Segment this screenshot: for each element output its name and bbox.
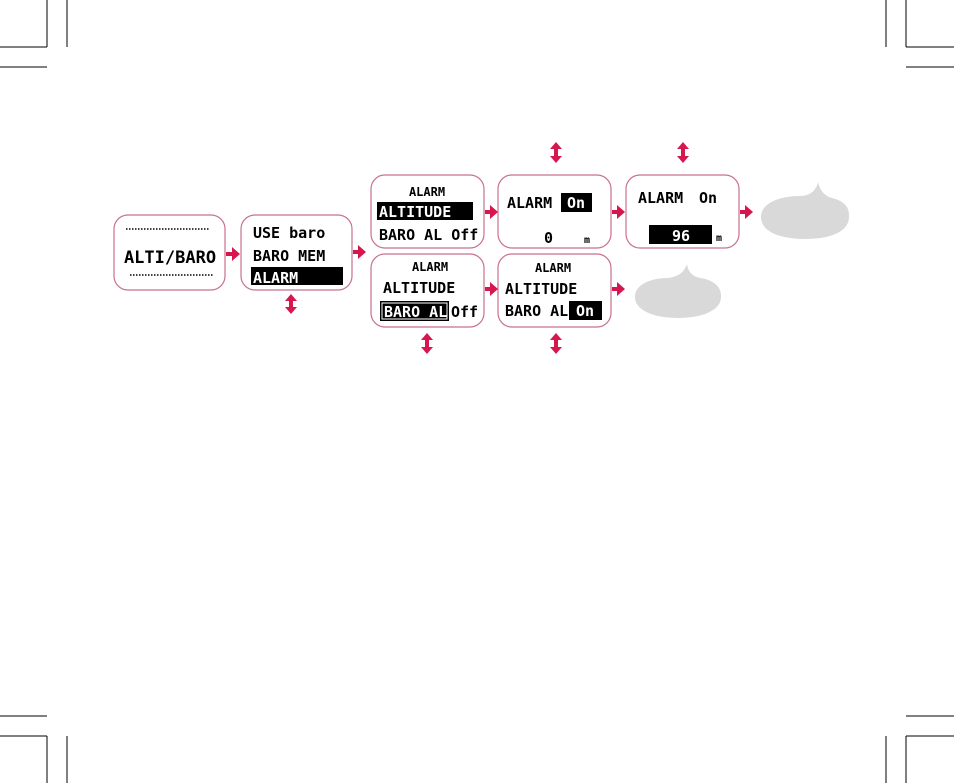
screen-alarm-menu-baro: ALARM ALTITUDE BARO AL Off bbox=[371, 254, 484, 327]
right-arrow-icon bbox=[612, 282, 625, 296]
altitude-alarm-altitude: 96 bbox=[672, 227, 690, 245]
altitude-alarm-value: On bbox=[699, 189, 717, 207]
alarm-menu-altitude: ALTITUDE bbox=[379, 203, 451, 221]
right-arrow-icon bbox=[612, 205, 625, 219]
screen-alarm-menu-altitude: ALARM ALTITUDE BARO AL Off bbox=[371, 175, 484, 248]
altitude-unit: m bbox=[716, 233, 722, 244]
up-down-arrow-icon bbox=[421, 333, 433, 354]
right-arrow-icon bbox=[353, 245, 366, 259]
menu-item-alarm: ALARM bbox=[253, 269, 298, 287]
screen-altitude-alarm-set: ALARM On 96 m bbox=[626, 175, 739, 248]
up-down-arrow-icon bbox=[550, 333, 562, 354]
screen-main-menu: USE baro BARO MEM ALARM bbox=[241, 215, 352, 290]
menu-item-use-baro: USE baro bbox=[253, 224, 325, 242]
alarm-menu-baro-al-label: BARO AL bbox=[384, 303, 447, 321]
altitude-alarm-label: ALARM bbox=[638, 189, 683, 207]
alarm-menu-altitude: ALTITUDE bbox=[383, 279, 455, 297]
crop-mark-icon bbox=[0, 716, 67, 783]
alarm-menu-baro-al-value: Off bbox=[451, 303, 478, 321]
up-down-arrow-icon bbox=[550, 142, 562, 163]
right-arrow-icon bbox=[485, 205, 498, 219]
alarm-menu-baro-al: BARO AL Off bbox=[379, 226, 478, 244]
right-arrow-icon bbox=[485, 282, 498, 296]
alti-baro-label: ALTI/BARO bbox=[124, 248, 216, 268]
right-arrow-icon bbox=[740, 205, 753, 219]
altitude-unit: m bbox=[584, 235, 590, 246]
up-down-arrow-icon bbox=[677, 142, 689, 163]
crop-mark-icon bbox=[886, 0, 954, 67]
menu-item-baro-mem: BARO MEM bbox=[253, 247, 325, 265]
alarm-menu-altitude: ALTITUDE bbox=[505, 280, 577, 298]
crop-mark-icon bbox=[0, 0, 67, 67]
alarm-menu-header: ALARM bbox=[412, 260, 448, 274]
screen-altitude-alarm-toggle: ALARM On 0 m bbox=[498, 175, 611, 248]
baro-alarm-value: On bbox=[576, 302, 594, 320]
altitude-alarm-altitude: 0 bbox=[544, 229, 553, 247]
altitude-alarm-label: ALARM bbox=[507, 194, 552, 212]
baro-alarm-label: BARO AL bbox=[505, 302, 568, 320]
speech-bubble-icon bbox=[761, 182, 849, 239]
screen-alti-baro: ALTI/BARO bbox=[114, 215, 225, 290]
alarm-menu-header: ALARM bbox=[409, 185, 445, 199]
altitude-alarm-value: On bbox=[567, 194, 585, 212]
right-arrow-icon bbox=[226, 247, 240, 261]
alarm-menu-header: ALARM bbox=[535, 261, 571, 275]
up-down-arrow-icon bbox=[285, 294, 297, 314]
screen-baro-alarm-toggle: ALARM ALTITUDE BARO AL On bbox=[498, 254, 611, 327]
crop-mark-icon bbox=[886, 716, 954, 783]
speech-bubble-icon bbox=[635, 264, 721, 318]
